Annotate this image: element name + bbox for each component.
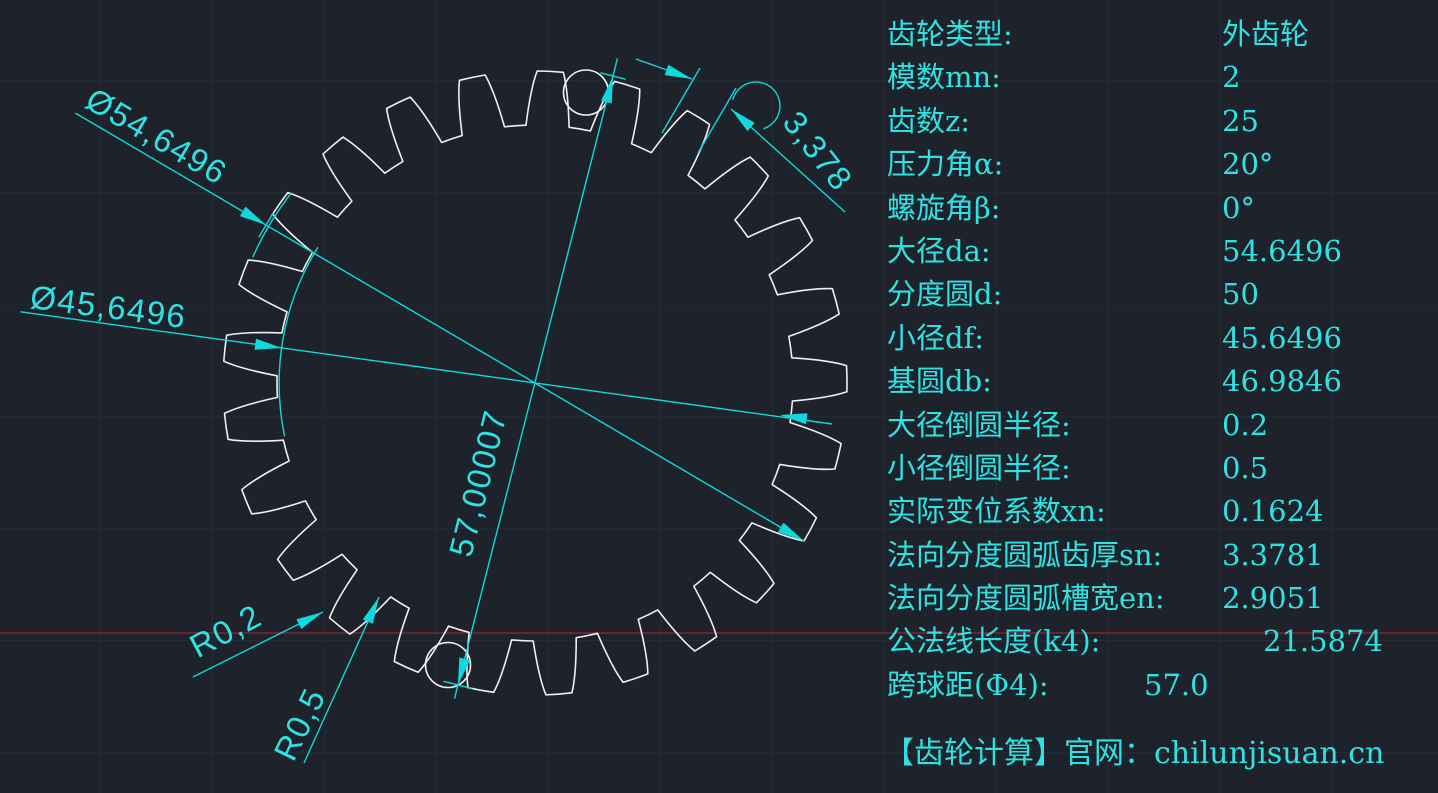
dim-tooth-thickness-label: 3,378: [776, 104, 861, 198]
dimension-arrowhead: [296, 612, 323, 629]
param-label: 螺旋角β:: [887, 190, 1001, 225]
arc-length-symbol: [732, 81, 781, 130]
dim-tip-fillet: R0,2: [183, 597, 324, 678]
dim-tip-fillet-label: R0,2: [183, 597, 267, 665]
param-label: 基圆db:: [887, 364, 992, 399]
param-label: 齿轮类型:: [887, 17, 1013, 51]
param-label: 小径df:: [887, 320, 985, 355]
param-value: 46.9846: [1222, 364, 1342, 399]
param-label: 分度圆d:: [887, 277, 1003, 312]
dim-root-diameter-label: Ø45,6496: [28, 278, 188, 335]
param-label: 小径倒圆半径:: [887, 450, 1071, 485]
measuring-ball-bottom: [424, 641, 472, 689]
param-label: 齿数z:: [887, 103, 971, 138]
dimension-arrowheads: [239, 64, 808, 685]
dimension-arrowhead: [780, 413, 808, 425]
dimension-arrowhead: [254, 338, 282, 350]
param-label: 跨球距(Φ4):: [887, 667, 1049, 702]
param-value: 2: [1222, 60, 1241, 95]
dimension-arrowhead: [239, 206, 266, 225]
param-value: 0.1624: [1222, 494, 1324, 529]
dimension-arrowhead: [664, 64, 692, 79]
param-value: 21.5874: [1263, 624, 1383, 659]
param-value: 0°: [1222, 190, 1255, 225]
param-label: 模数mn:: [887, 60, 1001, 95]
dimension-arrowhead: [458, 657, 470, 685]
param-value: 2.9051: [1222, 581, 1324, 616]
param-label: 公法线长度(k4):: [887, 624, 1101, 659]
param-label: 法向分度圆弧槽宽en:: [887, 581, 1165, 616]
param-value: 0.2: [1222, 407, 1269, 442]
dim-span-over-balls: 57,00007: [442, 58, 626, 699]
param-value: 外齿轮: [1222, 17, 1310, 51]
param-value: 45.6496: [1222, 320, 1342, 355]
param-label: 压力角α:: [887, 147, 1004, 182]
param-label: 大径da:: [887, 233, 991, 268]
param-value: 3.3781: [1222, 537, 1324, 572]
dim-tip-diameter-label: Ø54,6496: [80, 80, 234, 191]
dimension-arrowhead: [777, 522, 804, 541]
param-value: 20°: [1222, 147, 1274, 182]
param-label: 法向分度圆弧齿厚sn:: [887, 537, 1163, 572]
param-value: 0.5: [1222, 450, 1269, 485]
dim-root-fillet-label: R0,5: [266, 682, 332, 766]
dimension-arrowhead: [362, 597, 379, 624]
dim-root-fillet: R0,5: [266, 596, 380, 766]
watermark-text: 【齿轮计算】官网：chilunjisuan.cn: [884, 736, 1385, 771]
param-value: 54.6496: [1222, 233, 1342, 268]
param-label: 大径倒圆半径:: [887, 407, 1071, 442]
dim-span-over-balls-label: 57,00007: [442, 406, 514, 560]
dim-tooth-thickness: 3,378: [635, 58, 861, 213]
dimension-arrowhead: [731, 109, 755, 132]
measuring-ball-top: [562, 69, 610, 116]
dimension-arrowhead: [601, 76, 613, 104]
measuring-balls: [424, 69, 610, 689]
param-value: 57.0: [1144, 667, 1209, 702]
x-axis-line: [0, 632, 1438, 634]
drawing-canvas[interactable]: Ø54,6496 Ø45,6496 57,00007 3,378 R0,2 R0…: [0, 0, 880, 793]
param-label: 实际变位系数xn:: [887, 494, 1106, 529]
param-value: 25: [1222, 103, 1259, 138]
param-value: 50: [1222, 277, 1259, 312]
dim-root-diameter: Ø45,6496: [20, 246, 833, 437]
